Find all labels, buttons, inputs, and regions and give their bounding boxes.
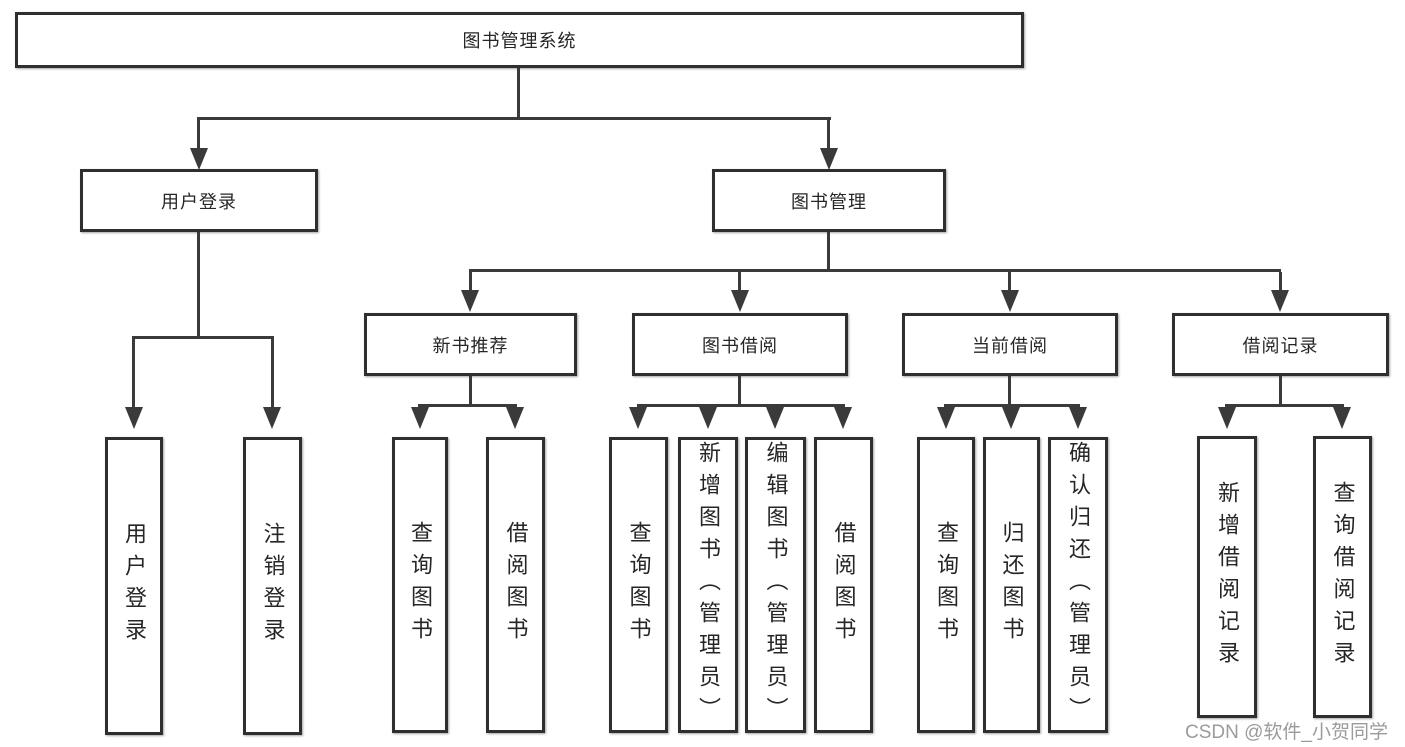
node-label: 注销登录 [260, 522, 286, 650]
connector-line [1225, 404, 1344, 407]
arrowhead-down [1333, 407, 1351, 429]
connector-line [469, 269, 1281, 272]
arrowhead-down [766, 407, 784, 429]
connector-line [132, 339, 135, 409]
arrowhead-down [263, 407, 281, 429]
node-label: 当前借阅 [972, 335, 1048, 356]
connector-line [132, 336, 274, 339]
arrowhead-down [834, 407, 852, 429]
node-borrowing-records: 借阅记录 [1172, 313, 1389, 376]
connector-line [517, 68, 520, 120]
node-label: 借阅图书 [831, 521, 857, 649]
connector-line [827, 120, 830, 150]
leaf-borrow-books-borrowing: 借阅图书 [814, 437, 873, 733]
leaf-query-books-borrowing: 查询图书 [609, 437, 668, 733]
connector-line [637, 404, 845, 407]
leaf-add-borrow-record: 新增借阅记录 [1197, 436, 1257, 718]
node-label: 查询图书 [934, 521, 959, 649]
connector-line [418, 404, 517, 407]
arrowhead-down [125, 407, 143, 429]
arrowhead-down [1001, 290, 1019, 312]
leaf-borrow-books-recommend: 借阅图书 [486, 437, 545, 733]
leaf-logout: 注销登录 [243, 437, 302, 735]
arrowhead-down [731, 290, 749, 312]
csdn-watermark: CSDN @软件_小贺同学 [1185, 722, 1388, 743]
node-label: 借阅图书 [503, 521, 529, 649]
node-label: 用户登录 [122, 522, 147, 650]
connector-line [197, 232, 200, 339]
leaf-query-books-current: 查询图书 [917, 437, 975, 733]
arrowhead-down [629, 407, 647, 429]
connector-line [469, 376, 472, 407]
node-new-book-recommend: 新书推荐 [364, 313, 577, 376]
node-label: 新增借阅记录 [1215, 481, 1240, 673]
arrowhead-down [1271, 290, 1289, 312]
node-label: 编辑图书（管理员） [763, 441, 789, 729]
node-label: 归还图书 [999, 521, 1025, 649]
node-label: 图书借阅 [702, 335, 778, 356]
arrowhead-down [411, 407, 429, 429]
leaf-add-books-admin: 新增图书（管理员） [678, 437, 738, 733]
connector-line [738, 376, 741, 407]
arrowhead-down [1218, 407, 1236, 429]
node-label: 图书管理 [791, 191, 867, 212]
connector-line [469, 272, 472, 292]
node-label: 用户登录 [161, 191, 237, 212]
arrowhead-down [1002, 407, 1020, 429]
node-user-login: 用户登录 [80, 169, 318, 232]
node-label: 新书推荐 [432, 335, 509, 356]
leaf-confirm-return-admin: 确认归还（管理员） [1048, 437, 1108, 733]
connector-line [944, 404, 1080, 407]
arrowhead-down [190, 148, 208, 170]
node-label: 确认归还（管理员） [1066, 441, 1091, 729]
connector-line [1279, 272, 1282, 292]
node-library-system: 图书管理系统 [15, 12, 1024, 68]
leaf-edit-books-admin: 编辑图书（管理员） [745, 437, 806, 733]
node-label: 新增图书（管理员） [696, 441, 721, 729]
connector-line [271, 339, 274, 409]
leaf-query-books-recommend: 查询图书 [392, 437, 448, 733]
node-book-borrowing: 图书借阅 [632, 313, 848, 376]
node-label: 借阅记录 [1242, 335, 1319, 356]
node-current-borrowing: 当前借阅 [902, 313, 1118, 376]
connector-line [197, 120, 200, 150]
connector-line [827, 232, 830, 272]
connector-line [197, 117, 831, 120]
node-label: 查询借阅记录 [1330, 481, 1356, 673]
arrowhead-down [937, 407, 955, 429]
node-label: 查询图书 [626, 521, 652, 649]
arrowhead-down [699, 407, 717, 429]
connector-line [1279, 376, 1282, 407]
node-label: 查询图书 [408, 521, 433, 649]
connector-line [1008, 376, 1011, 407]
arrowhead-down [461, 290, 479, 312]
leaf-user-login: 用户登录 [105, 437, 163, 735]
leaf-query-borrow-record: 查询借阅记录 [1313, 436, 1372, 718]
arrowhead-down [820, 148, 838, 170]
arrowhead-down [506, 407, 524, 429]
leaf-return-books: 归还图书 [983, 437, 1040, 733]
connector-line [738, 272, 741, 292]
node-label: 图书管理系统 [462, 31, 577, 51]
node-book-management: 图书管理 [712, 169, 946, 232]
arrowhead-down [1069, 407, 1087, 429]
connector-line [1008, 272, 1011, 292]
